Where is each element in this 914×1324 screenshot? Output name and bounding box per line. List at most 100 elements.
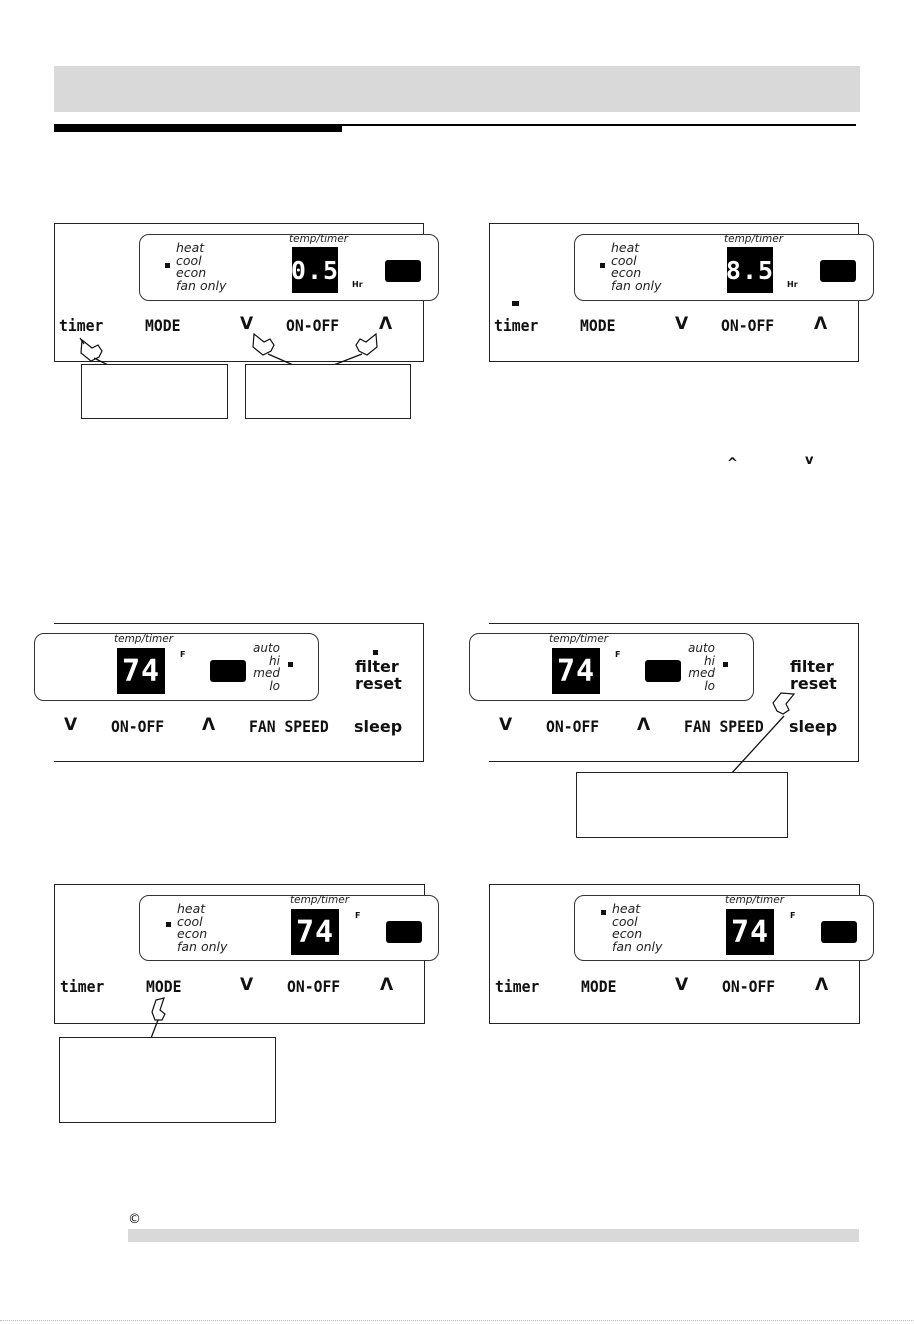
down-button[interactable]: V [675, 314, 689, 334]
up-button[interactable]: Λ [380, 975, 394, 995]
filter-label[interactable]: filter [790, 657, 834, 676]
hand-icon-up [355, 332, 378, 356]
f-unit: F [790, 911, 796, 920]
mode-indicator-cool [166, 922, 171, 927]
up-button[interactable]: Λ [202, 715, 216, 735]
control-panel-filter: temp/timer 74 F auto hi med lo filter re… [469, 623, 859, 762]
up-button[interactable]: Λ [637, 715, 651, 735]
fan-auto: auto [687, 641, 715, 655]
on-off-button[interactable]: ON-OFF [111, 717, 165, 736]
mode-cool: cool [176, 252, 202, 268]
header-rule-thin [342, 124, 856, 126]
fan-indicator-hi [288, 662, 293, 667]
mode-fan-only: fan only [612, 938, 663, 954]
f-unit: F [355, 911, 361, 920]
down-caret-symbol: v [805, 453, 814, 468]
mode-econ: econ [176, 265, 207, 281]
timer-button[interactable]: timer [60, 977, 105, 996]
fan-lo: lo [269, 678, 280, 693]
mode-indicator-cool [165, 263, 170, 268]
fan-level-list: auto hi med lo [685, 642, 715, 692]
indicator-block [821, 921, 857, 943]
filter-indicator [373, 650, 378, 655]
hand-icon-mode [151, 997, 166, 1021]
down-button[interactable]: V [240, 975, 254, 995]
header-rule-thick [54, 124, 342, 132]
indicator-block [386, 921, 422, 943]
timer-button[interactable]: timer [59, 316, 104, 335]
indicator-block [820, 260, 856, 282]
up-button[interactable]: Λ [379, 314, 393, 334]
callout-box-arrows [245, 364, 411, 419]
hr-unit: Hr [352, 280, 363, 289]
fan-level-list: auto hi med lo [250, 642, 280, 692]
callout-box-filter-reset [576, 772, 788, 838]
mode-heat: heat [612, 901, 641, 916]
fan-med: med [688, 666, 715, 681]
down-button[interactable]: V [675, 975, 689, 995]
fan-hi: hi [269, 653, 280, 668]
fan-speed-button[interactable]: FAN SPEED [249, 717, 329, 736]
display-digits: 74 [726, 909, 774, 955]
mode-fan-only: fan only [176, 277, 227, 293]
down-button[interactable]: V [240, 314, 254, 334]
on-off-button[interactable]: ON-OFF [722, 977, 776, 996]
down-button[interactable]: V [499, 715, 513, 735]
mode-cool: cool [611, 252, 637, 268]
mode-indicator-cool [600, 263, 605, 268]
sleep-button[interactable]: sleep [354, 717, 403, 736]
indicator-block [385, 260, 421, 282]
mode-button[interactable]: MODE [146, 977, 182, 996]
f-unit: F [180, 650, 186, 659]
fan-lo: lo [704, 678, 715, 693]
f-unit: F [615, 650, 621, 659]
mode-list: heat cool econ fan only [612, 901, 663, 954]
mode-econ: econ [611, 265, 642, 281]
timer-button[interactable]: timer [494, 316, 539, 335]
mode-heat: heat [176, 240, 205, 255]
up-button[interactable]: Λ [814, 314, 828, 334]
mode-list: heat cool econ fan only [176, 240, 227, 293]
up-button[interactable]: Λ [815, 975, 829, 995]
down-button[interactable]: V [64, 715, 78, 735]
display-digits: 74 [291, 909, 339, 955]
reset-label[interactable]: reset [790, 674, 837, 693]
filter-label[interactable]: filter [355, 657, 399, 676]
control-panel-timer-set: heat cool econ fan only temp/timer 0.5 H… [54, 223, 439, 362]
hand-icon-filter-reset [772, 692, 796, 715]
temp-timer-label: temp/timer [289, 233, 349, 245]
fan-auto: auto [252, 641, 280, 655]
pointer-overlay-panel-5 [147, 997, 166, 1047]
fan-med: med [253, 666, 280, 681]
lcd-window [34, 633, 319, 701]
on-off-button[interactable]: ON-OFF [286, 316, 340, 335]
copyright-symbol: © [128, 1212, 141, 1227]
display-digits: 8.5 [726, 247, 773, 293]
mode-fan-only: fan only [177, 938, 228, 954]
mode-heat: heat [611, 240, 640, 255]
mode-list: heat cool econ fan only [177, 902, 228, 954]
control-panel-mode-press: heat cool econ fan only temp/timer 74 F … [54, 884, 439, 1024]
temp-timer-label: temp/timer [114, 633, 174, 645]
footer-bar [128, 1229, 859, 1242]
temp-timer-label: temp/timer [549, 633, 609, 645]
control-panel-timer-result: heat cool econ fan only temp/timer 8.5 H… [489, 223, 874, 362]
hr-unit: Hr [787, 280, 798, 289]
on-off-button[interactable]: ON-OFF [546, 717, 600, 736]
display-digits: 74 [552, 648, 600, 694]
on-off-button[interactable]: ON-OFF [721, 316, 775, 335]
temp-timer-label: temp/timer [290, 894, 350, 906]
mode-button[interactable]: MODE [580, 316, 616, 335]
timer-button[interactable]: timer [495, 977, 540, 996]
hand-icon-down [252, 332, 275, 356]
mode-button[interactable]: MODE [581, 977, 617, 996]
fan-speed-button[interactable]: FAN SPEED [684, 717, 764, 736]
sleep-button[interactable]: sleep [789, 717, 838, 736]
mode-button[interactable]: MODE [145, 316, 181, 335]
reset-label[interactable]: reset [355, 674, 402, 693]
indicator-block [210, 660, 246, 682]
mode-econ: econ [177, 926, 208, 942]
on-off-button[interactable]: ON-OFF [287, 977, 341, 996]
mode-list: heat cool econ fan only [611, 240, 661, 292]
hand-icon-timer [79, 337, 103, 362]
